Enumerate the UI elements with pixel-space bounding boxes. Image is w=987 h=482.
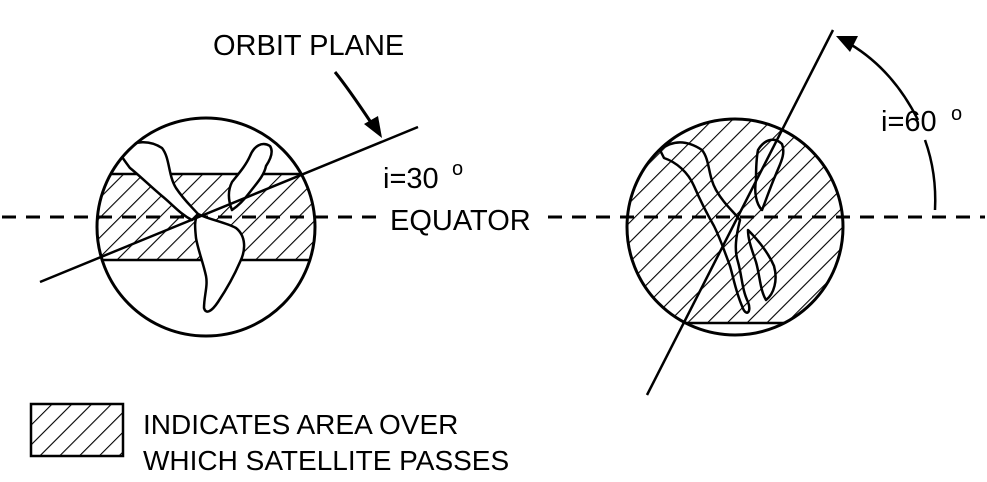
legend-line-2: WHICH SATELLITE PASSES — [143, 445, 509, 476]
globe-outline-30 — [95, 116, 317, 338]
degree-mark-60: o — [951, 103, 962, 125]
globe-inclination-60 — [625, 117, 845, 337]
continents-60 — [658, 138, 785, 314]
globe-outline-60 — [625, 117, 845, 337]
orbit-plane-arrow — [333, 71, 382, 138]
degree-mark-30: o — [452, 158, 463, 180]
orbit-line-30 — [39, 125, 419, 284]
equator-label: EQUATOR — [390, 205, 531, 237]
continents-30 — [118, 141, 273, 313]
angle-arc-60 — [836, 36, 937, 211]
orbit-line-60 — [645, 29, 835, 396]
legend-swatch — [29, 402, 125, 458]
legend-line-1: INDICATES AREA OVER — [143, 409, 458, 440]
legend: INDICATES AREA OVER WHICH SATELLITE PASS… — [29, 402, 509, 476]
equator-label-bg — [386, 198, 546, 238]
inclination-30-label: i=30 — [383, 163, 439, 195]
orbit-plane-label: ORBIT PLANE — [213, 30, 404, 62]
globe-inclination-30 — [95, 116, 317, 338]
inclination-60-label: i=60 — [881, 106, 937, 138]
